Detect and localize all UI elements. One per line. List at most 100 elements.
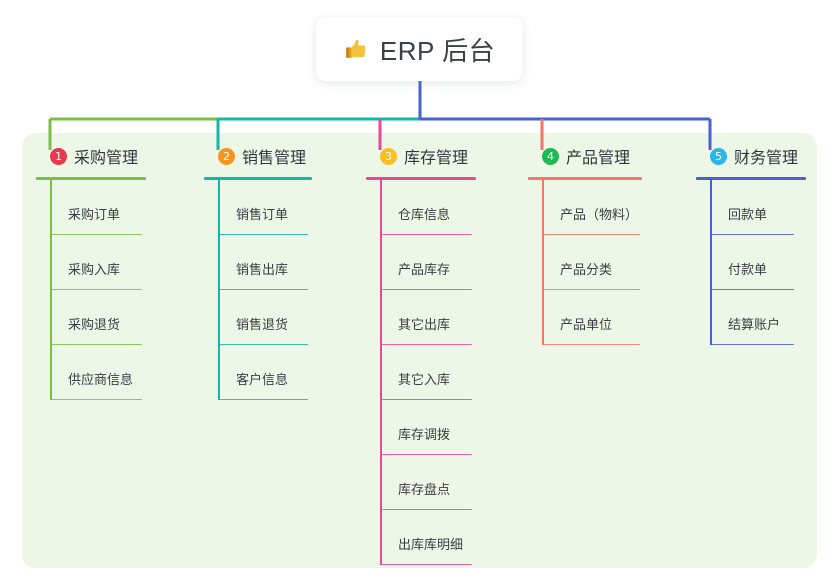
menu-item-label: 采购退货 [68, 317, 121, 332]
menu-item[interactable]: 仓库信息 [380, 180, 476, 235]
column-trunk-line [380, 180, 382, 565]
menu-item-rule [50, 343, 142, 345]
menu-item-label: 产品库存 [398, 262, 451, 277]
menu-item-label: 供应商信息 [68, 372, 134, 387]
menu-item[interactable]: 结算账户 [710, 290, 806, 345]
menu-item-rule [380, 453, 472, 455]
menu-item[interactable]: 产品单位 [542, 290, 642, 345]
menu-item[interactable]: 产品库存 [380, 235, 476, 290]
menu-item-label: 采购入库 [68, 262, 121, 277]
menu-item-rule [380, 398, 472, 400]
menu-item-label: 销售退货 [236, 317, 289, 332]
column-销售管理: 2 销售管理销售订单销售出库销售退货客户信息 [204, 143, 312, 400]
column-header[interactable]: 2 销售管理 [204, 143, 312, 169]
column-number-badge: 1 [50, 147, 67, 165]
menu-item[interactable]: 采购入库 [50, 235, 146, 290]
column-item-list: 回款单付款单结算账户 [696, 180, 806, 345]
column-trunk-line [710, 180, 712, 345]
menu-item[interactable]: 销售退货 [218, 290, 312, 345]
menu-item[interactable]: 付款单 [710, 235, 806, 290]
thumbs-up-icon [345, 39, 366, 58]
menu-item-rule [380, 288, 472, 290]
column-trunk-line [50, 180, 52, 400]
menu-item[interactable]: 产品分类 [542, 235, 642, 290]
menu-item-rule [218, 343, 308, 345]
menu-item-rule [218, 398, 308, 400]
menu-item-rule [50, 398, 142, 400]
menu-item[interactable]: 销售出库 [218, 235, 312, 290]
column-title: 销售管理 [242, 150, 307, 167]
menu-item-label: 回款单 [728, 207, 768, 222]
menu-item-label: 其它入库 [398, 372, 451, 387]
menu-item-rule [710, 233, 794, 235]
column-header[interactable]: 3 库存管理 [366, 143, 476, 169]
menu-item-label: 产品单位 [560, 317, 613, 332]
menu-item-label: 其它出库 [398, 317, 451, 332]
menu-item-label: 采购订单 [68, 207, 121, 222]
column-header-rule [36, 177, 146, 180]
menu-item[interactable]: 采购退货 [50, 290, 146, 345]
menu-item-rule [542, 288, 640, 290]
menu-item[interactable]: 库存盘点 [380, 455, 476, 510]
menu-item-label: 库存调拨 [398, 427, 451, 442]
column-header[interactable]: 5 财务管理 [696, 143, 806, 169]
menu-item-label: 库存盘点 [398, 482, 451, 497]
menu-item-label: 仓库信息 [398, 207, 451, 222]
column-财务管理: 5 财务管理回款单付款单结算账户 [696, 143, 806, 345]
menu-item-rule [218, 233, 308, 235]
menu-item-label: 客户信息 [236, 372, 289, 387]
menu-item-label: 产品分类 [560, 262, 613, 277]
menu-item-label: 付款单 [728, 262, 768, 277]
column-title: 产品管理 [566, 150, 631, 167]
menu-item-rule [380, 233, 472, 235]
menu-item[interactable]: 其它出库 [380, 290, 476, 345]
column-number-badge: 3 [380, 147, 397, 165]
menu-item[interactable]: 产品（物料） [542, 180, 642, 235]
column-item-list: 采购订单采购入库采购退货供应商信息 [36, 180, 146, 400]
menu-item[interactable]: 客户信息 [218, 345, 312, 400]
column-item-list: 销售订单销售出库销售退货客户信息 [204, 180, 312, 400]
column-header-rule [204, 177, 312, 180]
menu-item[interactable]: 回款单 [710, 180, 806, 235]
menu-item-rule [380, 343, 472, 345]
column-item-list: 产品（物料） 产品分类产品单位 [528, 180, 642, 345]
column-header[interactable]: 4 产品管理 [528, 143, 642, 169]
column-header-rule [528, 177, 642, 180]
menu-item-rule [710, 343, 794, 345]
menu-item[interactable]: 库存调拨 [380, 400, 476, 455]
root-title-card: ERP 后台 [316, 17, 523, 81]
menu-item-rule [380, 563, 472, 565]
menu-item[interactable]: 采购订单 [50, 180, 146, 235]
column-number-badge: 2 [218, 147, 235, 165]
menu-item-label: 产品（物料） [560, 207, 639, 222]
menu-item-label: 出库库明细 [398, 537, 464, 552]
column-header[interactable]: 1 采购管理 [36, 143, 146, 169]
menu-item-rule [50, 288, 142, 290]
menu-item[interactable]: 销售订单 [218, 180, 312, 235]
column-title: 财务管理 [734, 150, 799, 167]
column-trunk-line [542, 180, 544, 345]
column-title: 库存管理 [404, 150, 469, 167]
menu-item[interactable]: 其它入库 [380, 345, 476, 400]
menu-item-rule [380, 508, 472, 510]
column-title: 采购管理 [74, 150, 139, 167]
diagram-panel [22, 133, 817, 568]
column-产品管理: 4 产品管理产品（物料） 产品分类产品单位 [528, 143, 642, 345]
column-库存管理: 3 库存管理仓库信息产品库存其它出库其它入库库存调拨库存盘点出库库明细 [366, 143, 476, 565]
menu-item-rule [50, 233, 142, 235]
menu-item-label: 销售出库 [236, 262, 289, 277]
menu-item-rule [710, 288, 794, 290]
menu-item-rule [542, 233, 640, 235]
menu-item[interactable]: 出库库明细 [380, 510, 476, 565]
column-number-badge: 5 [710, 147, 727, 165]
column-trunk-line [218, 180, 220, 400]
menu-item-rule [542, 343, 640, 345]
menu-item[interactable]: 供应商信息 [50, 345, 146, 400]
column-header-rule [696, 177, 806, 180]
page-title: ERP 后台 [379, 35, 496, 66]
column-number-badge: 4 [542, 147, 559, 165]
menu-item-rule [218, 288, 308, 290]
column-header-rule [366, 177, 476, 180]
